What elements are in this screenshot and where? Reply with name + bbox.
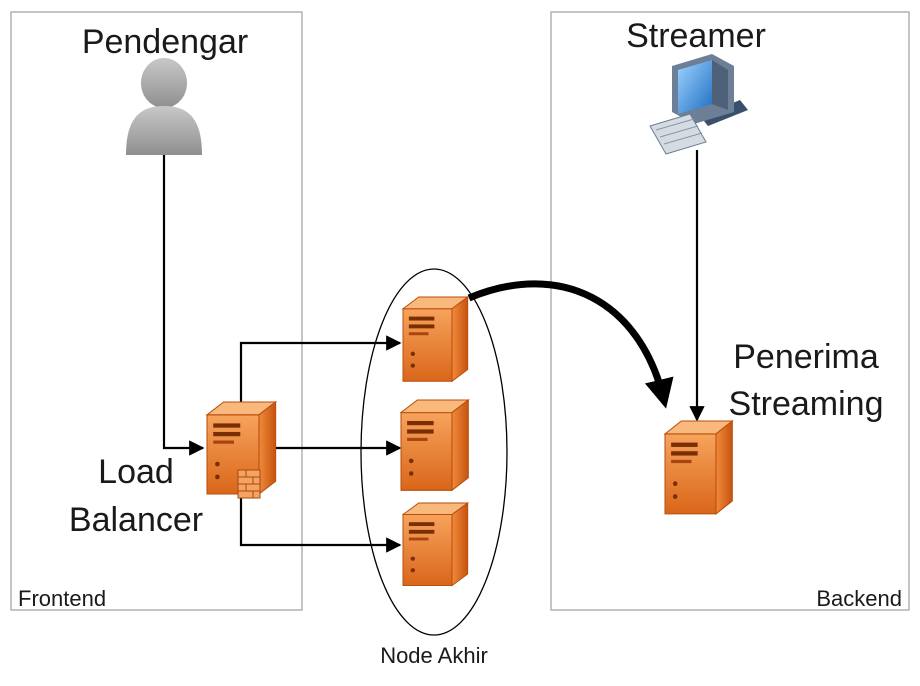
connectors [162,150,705,553]
server-icon [400,399,469,491]
load-balancer-label-line2: Balancer [69,501,203,539]
server-icon [402,502,469,587]
receiver-node: Penerima Streaming [664,338,884,515]
server-icon [664,420,733,515]
balancer-to-node3-arrow [239,494,402,553]
end-node-3 [402,502,469,587]
balancer-to-node1-arrow [239,335,402,402]
streamer-node: Streamer [626,17,766,155]
streamer-label: Streamer [626,17,766,55]
desktop-computer-icon [649,54,748,155]
end-nodes-group: Node Akhir [360,268,508,668]
backend-label: Backend [816,586,902,611]
server-with-firewall-icon [206,401,277,499]
listener-node: Pendengar [82,23,248,155]
receiver-label-line2: Streaming [729,385,884,423]
end-node-1 [402,296,469,382]
frontend-label: Frontend [18,586,106,611]
load-balancer-node: Load Balancer [69,401,277,539]
server-icon [402,296,469,382]
user-icon [126,58,202,155]
receiver-label-line1: Penerima [733,338,879,376]
listener-to-balancer-arrow [162,155,205,456]
load-balancer-label-line1: Load [98,453,174,491]
listener-label: Pendengar [82,23,248,61]
end-node-2 [400,399,469,491]
nodes-to-receiver-arrow [467,280,674,409]
end-nodes-label: Node Akhir [380,643,488,668]
